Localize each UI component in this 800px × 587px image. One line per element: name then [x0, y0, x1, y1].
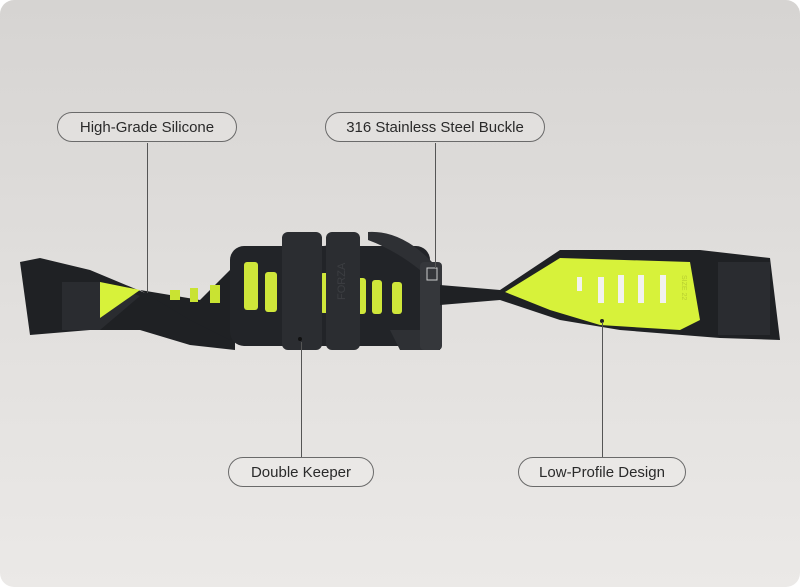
brand-mark: FORZA: [336, 262, 348, 300]
size-mark: SIZE 22: [680, 275, 687, 300]
callout-low-profile-design: Low-Profile Design: [518, 457, 686, 487]
callout-line-buckle: [435, 143, 436, 268]
callout-line-profile: [602, 322, 603, 457]
callout-line-keeper: [301, 342, 302, 457]
callout-label: 316 Stainless Steel Buckle: [346, 118, 524, 136]
callout-line-silicone: [147, 143, 148, 293]
callout-stainless-steel-buckle: 316 Stainless Steel Buckle: [325, 112, 545, 142]
callout-label: Low-Profile Design: [539, 463, 665, 481]
callout-high-grade-silicone: High-Grade Silicone: [57, 112, 237, 142]
callout-label: Double Keeper: [250, 463, 352, 481]
callout-double-keeper: Double Keeper: [228, 457, 374, 487]
callout-label: High-Grade Silicone: [79, 118, 215, 136]
